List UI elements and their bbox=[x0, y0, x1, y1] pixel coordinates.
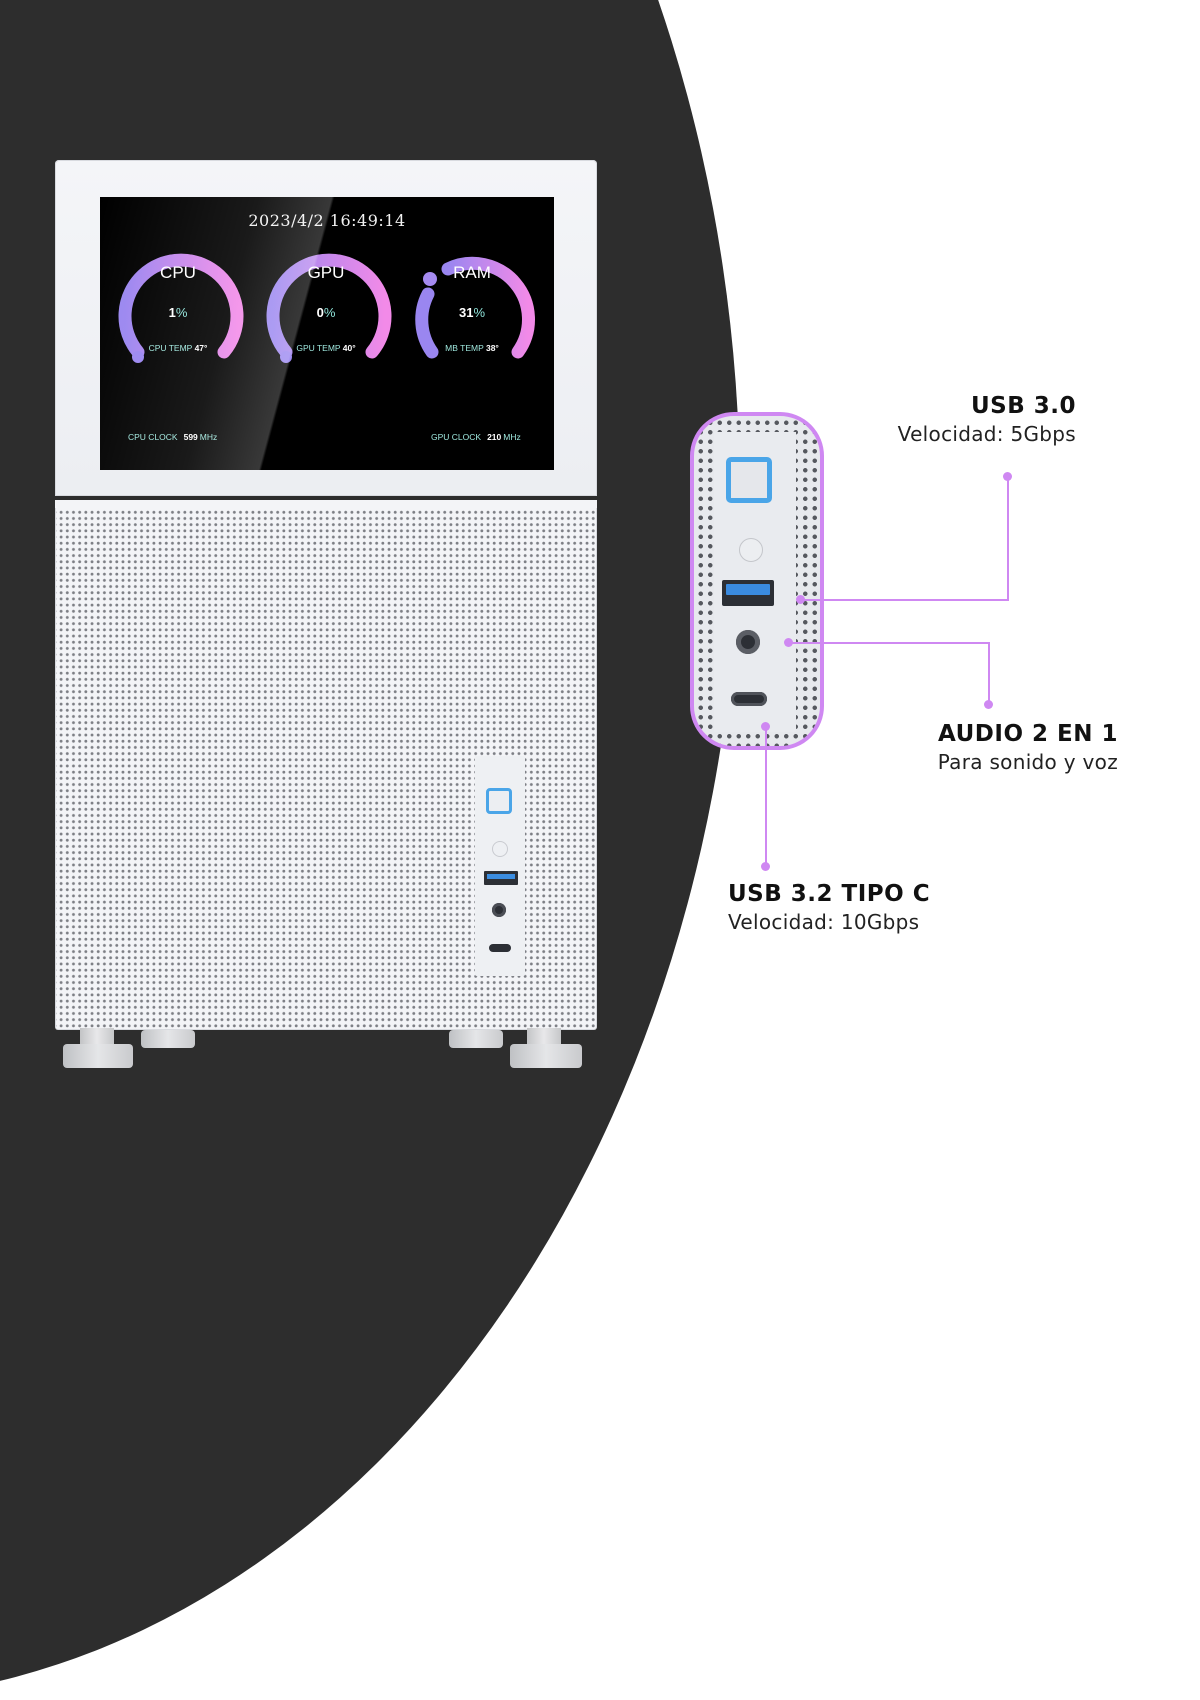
audio-title: AUDIO 2 EN 1 bbox=[938, 721, 1118, 747]
io-zoom-inner-plate bbox=[714, 432, 796, 732]
usbc-callout-end-dot bbox=[761, 862, 770, 871]
gpu-gauge-title: GPU bbox=[307, 263, 345, 282]
lcd-screen: 2023/4/2 16:49:14 CPU 1% CPU TEMP 47° bbox=[100, 197, 554, 470]
ram-gauge-title: RAM bbox=[453, 263, 491, 282]
reset-button-zoom bbox=[739, 538, 763, 562]
cpu-gauge-title: CPU bbox=[160, 263, 196, 282]
gpu-usage-value: 0% bbox=[316, 305, 336, 320]
usb3-title: USB 3.0 bbox=[970, 393, 1076, 419]
case-top-section: 2023/4/2 16:49:14 CPU 1% CPU TEMP 47° bbox=[55, 160, 597, 496]
cpu-gauge-arc-icon bbox=[118, 253, 244, 363]
ram-gauge: RAM 31% MB TEMP 38° bbox=[404, 249, 540, 369]
audio-callout-line-v bbox=[988, 642, 990, 704]
io-zoom-detail bbox=[690, 412, 824, 750]
audio-subtitle: Para sonido y voz bbox=[937, 750, 1118, 774]
power-button-zoom bbox=[726, 457, 772, 503]
usb3-label: USB 3.0 Velocidad: 5Gbps bbox=[898, 393, 1076, 446]
pc-case: 2023/4/2 16:49:14 CPU 1% CPU TEMP 47° bbox=[55, 160, 597, 1030]
cpu-gauge: CPU 1% CPU TEMP 47° bbox=[110, 249, 246, 369]
reset-button[interactable] bbox=[492, 841, 508, 857]
front-io-panel bbox=[475, 756, 525, 976]
audio-label: AUDIO 2 EN 1 Para sonido y voz bbox=[938, 721, 1118, 774]
audio-jack[interactable] bbox=[492, 903, 506, 917]
usb-3-port[interactable] bbox=[484, 871, 518, 885]
gpu-temp: GPU TEMP 40° bbox=[296, 343, 356, 353]
usbc-title: USB 3.2 TIPO C bbox=[728, 881, 931, 907]
cpu-temp: CPU TEMP 47° bbox=[148, 343, 208, 353]
foot-front-right bbox=[510, 1044, 582, 1068]
usbc-subtitle: Velocidad: 10Gbps bbox=[728, 910, 920, 934]
usb3-callout-line-h bbox=[800, 599, 1009, 601]
screen-datetime: 2023/4/2 16:49:14 bbox=[248, 211, 406, 230]
usb3-callout-line-v bbox=[1007, 476, 1009, 601]
usb3-callout-end-dot bbox=[1003, 472, 1012, 481]
usb3-subtitle: Velocidad: 5Gbps bbox=[897, 422, 1076, 446]
foot-stem-front-right bbox=[527, 1028, 561, 1048]
foot-front-left bbox=[63, 1044, 133, 1068]
ram-usage-value: 31% bbox=[458, 305, 486, 320]
usb-3-port-zoom bbox=[722, 580, 774, 606]
audio-jack-zoom bbox=[736, 630, 760, 654]
gpu-gauge: GPU 0% GPU TEMP 40° bbox=[258, 249, 394, 369]
power-button[interactable] bbox=[486, 788, 512, 814]
usbc-label: USB 3.2 TIPO C Velocidad: 10Gbps bbox=[728, 881, 930, 934]
foot-back-right bbox=[449, 1030, 503, 1048]
usbc-callout-line-v bbox=[765, 726, 767, 868]
foot-stem-front-left bbox=[80, 1028, 114, 1048]
cpu-usage-value: 1% bbox=[168, 305, 188, 320]
usb-c-port-zoom bbox=[731, 692, 767, 706]
mb-temp: MB TEMP 38° bbox=[445, 343, 499, 353]
ram-gauge-arc-icon bbox=[415, 256, 535, 359]
audio-callout-end-dot bbox=[984, 700, 993, 709]
mesh-top-border bbox=[55, 500, 597, 508]
gpu-gauge-arc-icon bbox=[266, 253, 392, 363]
audio-callout-line-h bbox=[788, 642, 990, 644]
usb-c-port[interactable] bbox=[489, 944, 511, 952]
foot-back-left bbox=[141, 1030, 195, 1048]
